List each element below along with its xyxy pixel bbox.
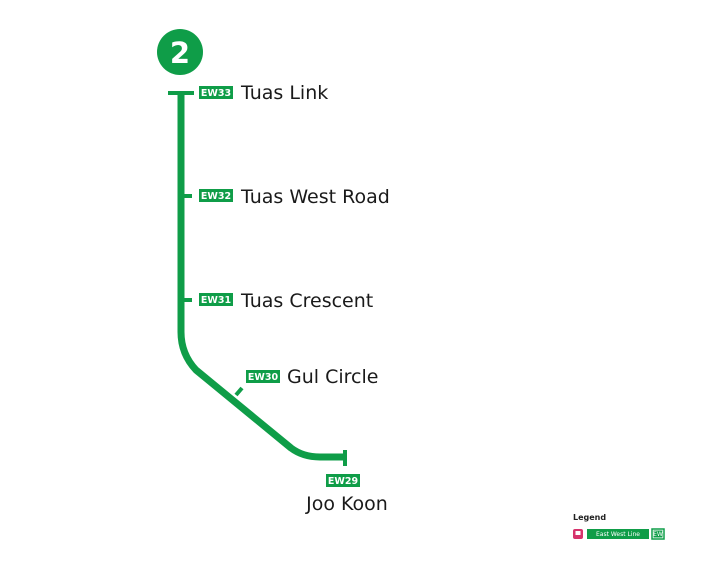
station-code-badge [326, 474, 360, 487]
station-name: Tuas West Road [240, 186, 390, 208]
station-ew32[interactable]: EW32 Tuas West Road [199, 186, 390, 208]
line-track [177, 93, 345, 461]
station-code-badge [199, 293, 233, 306]
legend-title: Legend [573, 513, 606, 522]
station-name: Tuas Link [240, 82, 328, 104]
station-code: EW31 [201, 295, 231, 306]
station-ew30[interactable]: EW30 Gul Circle [246, 366, 378, 388]
station-name: Gul Circle [287, 366, 378, 388]
station-name: Tuas Crescent [240, 290, 373, 312]
station-ew33[interactable]: EW33 Tuas Link [199, 82, 328, 104]
legend-line-code-fill [653, 530, 663, 538]
route-badge-circle [157, 29, 203, 75]
station-code: EW32 [201, 191, 231, 202]
station-ew31[interactable]: EW31 Tuas Crescent [199, 290, 373, 312]
route-badge: 2 [157, 29, 203, 75]
route-number: 2 [170, 36, 190, 70]
station-code-badge [199, 86, 233, 99]
station-name: Joo Koon [305, 493, 388, 515]
station-ew29[interactable]: EW29 Joo Koon [305, 474, 388, 515]
station-code: EW33 [201, 88, 231, 99]
legend-line-label: East West Line [596, 531, 640, 538]
station-code: EW30 [248, 372, 279, 383]
station-code: EW29 [328, 476, 358, 487]
legend-line-bar [587, 529, 649, 539]
station-tick-ew30 [234, 386, 244, 397]
legend: Legend East West Line EW [573, 513, 665, 540]
train-icon-window [575, 531, 581, 535]
legend-line-code: EW [653, 531, 663, 538]
station-code-badge [246, 370, 280, 383]
station-code-badge [199, 189, 233, 202]
